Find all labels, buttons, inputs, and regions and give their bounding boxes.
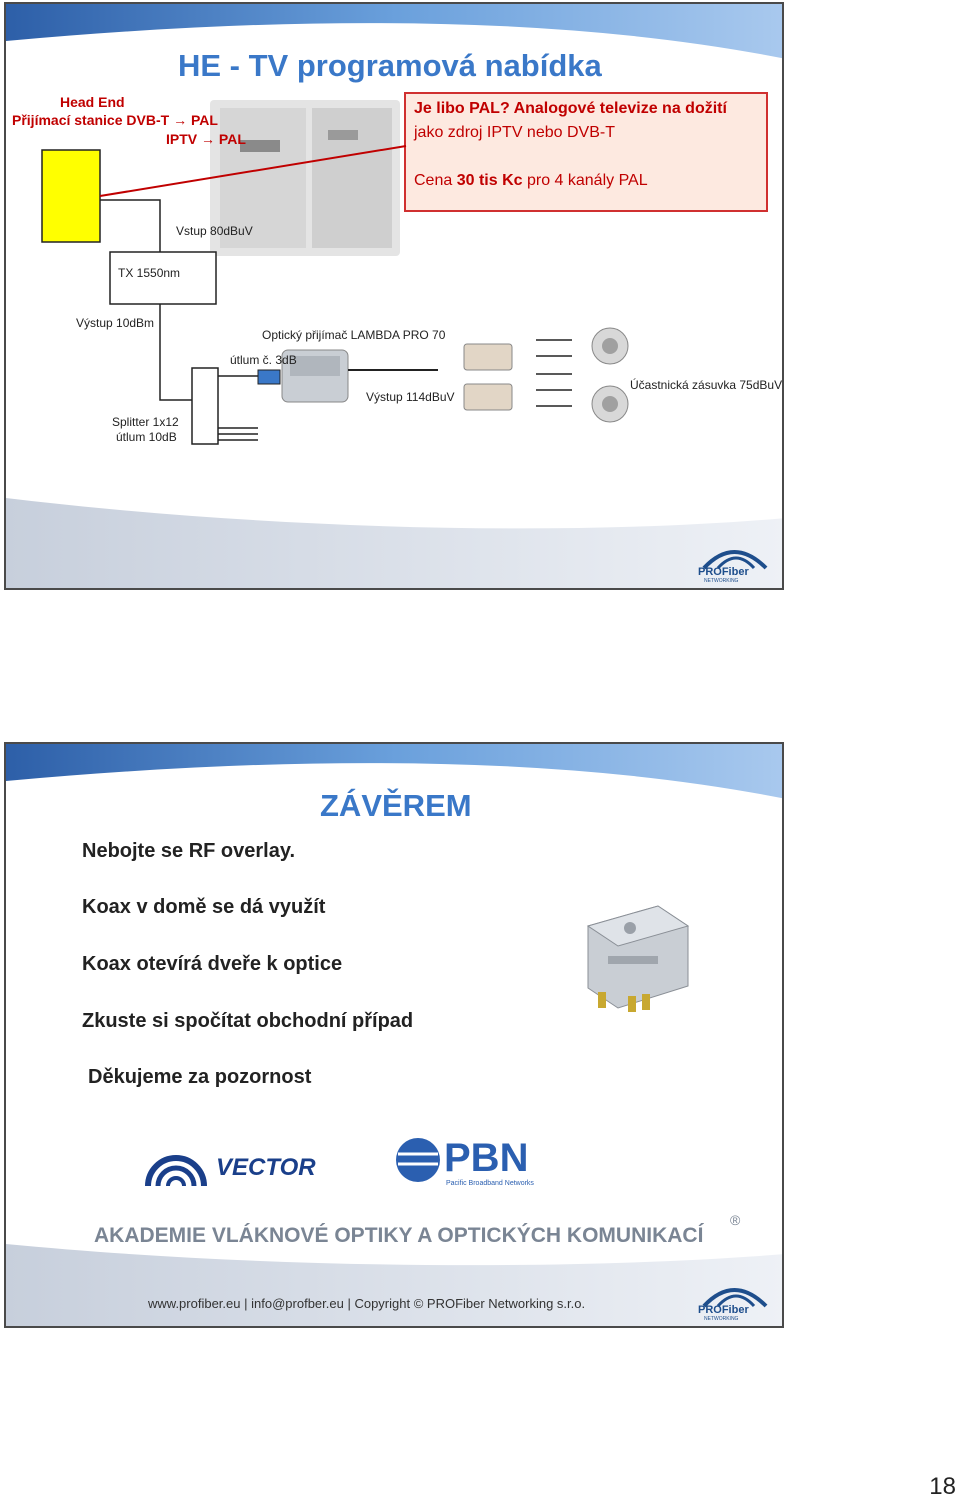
input-label: Vstup 80dBuV	[176, 224, 253, 238]
footer-email-link[interactable]: info@profber.eu	[251, 1296, 344, 1311]
academy-heading: AKADEMIE VLÁKNOVÉ OPTIKY A OPTICKÝCH KOM…	[94, 1224, 704, 1247]
footer-band	[6, 1244, 782, 1326]
footer-web-link[interactable]: www.profiber.eu	[148, 1296, 241, 1311]
network-diagram	[41, 145, 629, 445]
headend-label: Head End	[60, 94, 125, 110]
callout-line-2: jako zdroj IPTV nebo DVB-T	[414, 124, 615, 141]
profiber-logo: PROFiber NETWORKING	[694, 1278, 774, 1322]
bullet-2: Koax v domě se dá využít	[82, 896, 326, 918]
footer-copyright: | Copyright © PROFiber Networking s.r.o.	[347, 1296, 586, 1311]
slide-1: HE - TV programová nabídka Head End Přij…	[4, 2, 784, 590]
header-wave	[6, 4, 782, 64]
profiber-logo: PROFiber NETWORKING	[694, 540, 774, 584]
slide-title: ZÁVĚREM	[320, 788, 472, 823]
pbn-logo-icon	[396, 1138, 440, 1182]
attenuation-label: útlum č. 3dB	[230, 353, 297, 367]
amplifier-photo	[586, 905, 690, 1012]
headend-iptv-label: IPTV → PAL	[166, 131, 246, 147]
slide-2: ZÁVĚREM Nebojte se RF overlay. Koax v do…	[4, 742, 784, 1328]
slide-title: HE - TV programová nabídka	[178, 48, 602, 83]
arrow-right-icon: →	[201, 131, 219, 147]
profiber-logo-icon	[702, 1288, 768, 1308]
registered-mark: ®	[730, 1212, 741, 1228]
bullet-4: Zkuste si spočítat obchodní případ	[82, 1010, 414, 1032]
footer-links: www.profiber.eu | info@profber.eu | Copy…	[148, 1296, 586, 1311]
headend-photo	[210, 100, 400, 256]
output2-label: Výstup 114dBuV	[366, 390, 455, 404]
tx-label: TX 1550nm	[118, 266, 181, 280]
callout-box: Je libo PAL? Analogové televize na dožit…	[404, 92, 768, 212]
arrow-right-icon: →	[173, 112, 191, 128]
output-label: Výstup 10dBm	[76, 316, 155, 330]
vector-logo-icon	[145, 1155, 207, 1187]
callout-price: Cena 30 tis Kc pro 4 kanály PAL	[414, 172, 648, 189]
header-wave	[6, 744, 782, 804]
bullet-1: Nebojte se RF overlay.	[82, 840, 296, 862]
vector-logo: VECTOR	[144, 1142, 344, 1188]
bullet-3: Koax otevírá dveře k optice	[82, 953, 343, 975]
bullet-5: Děkujeme za pozornost	[88, 1066, 312, 1088]
receiver-label: Optický přijímač LAMBDA PRO 70	[262, 328, 446, 342]
footer-band	[6, 498, 782, 588]
splitter-label-2: útlum 10dB	[116, 430, 177, 444]
pbn-logo: PBN Pacific Broadband Networks	[394, 1136, 554, 1192]
headend-dvbt-label: Přijímací stanice DVB-T → PAL	[12, 112, 218, 128]
page-number: 18	[929, 1473, 956, 1500]
socket-label: Účastnická zásuvka 75dBuV	[630, 378, 783, 392]
callout-line-1: Je libo PAL? Analogové televize na dožit…	[414, 100, 727, 117]
profiber-logo-icon	[702, 550, 768, 570]
splitter-label-1: Splitter 1x12	[112, 415, 179, 429]
